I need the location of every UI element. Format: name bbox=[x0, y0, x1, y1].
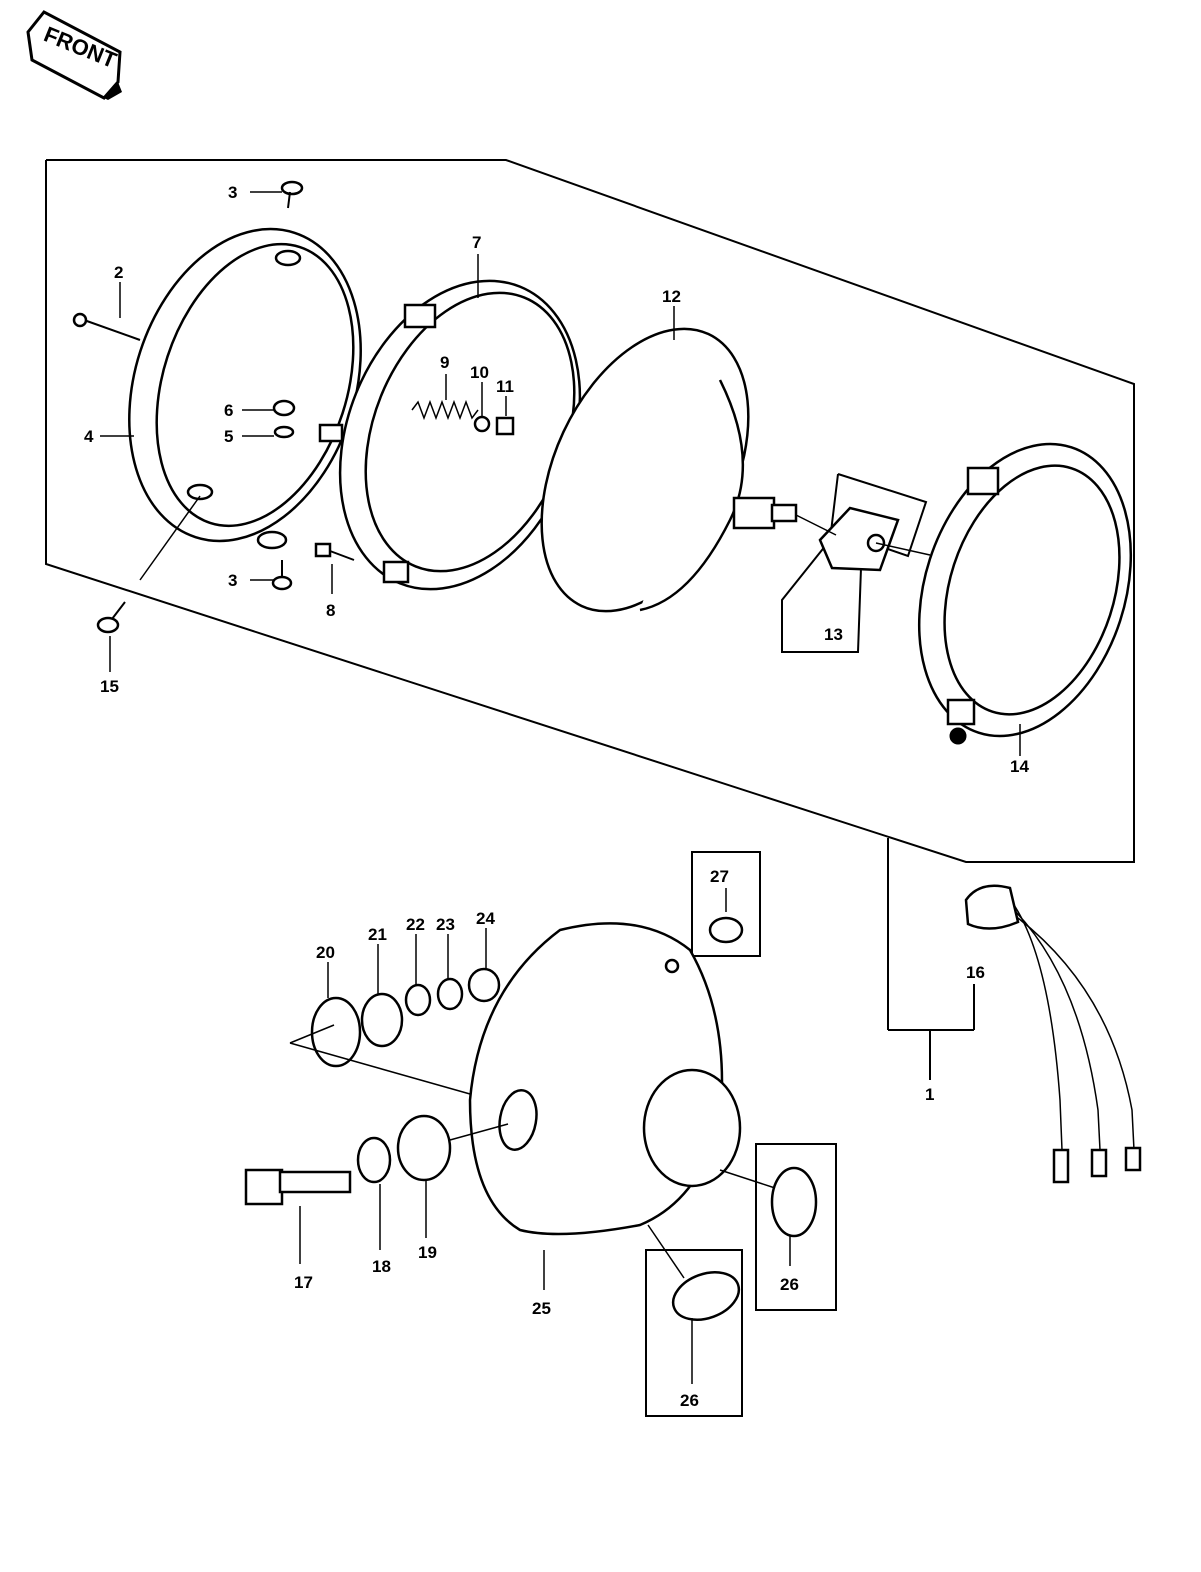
callout-25: 25 bbox=[532, 1299, 551, 1318]
washer-6 bbox=[272, 399, 296, 417]
callout-26-side: 26 bbox=[780, 1275, 799, 1294]
washer-5 bbox=[273, 425, 295, 439]
callout-16: 16 bbox=[966, 963, 985, 982]
callout-2: 2 bbox=[114, 263, 123, 282]
callout-18: 18 bbox=[372, 1257, 391, 1276]
screw-2 bbox=[72, 312, 141, 341]
grommet-27 bbox=[708, 916, 744, 944]
callout-1: 1 bbox=[925, 1085, 934, 1104]
headlight-rim bbox=[128, 227, 362, 550]
callout-11: 11 bbox=[496, 377, 514, 396]
screw-15 bbox=[96, 601, 126, 634]
callout-22: 22 bbox=[406, 915, 425, 934]
callout-13: 13 bbox=[824, 625, 843, 644]
callout-17: 17 bbox=[294, 1273, 313, 1292]
wire-socket bbox=[964, 884, 1142, 1184]
callout-9: 9 bbox=[440, 353, 449, 372]
grommet-20 bbox=[310, 996, 362, 1068]
assembly-outline bbox=[45, 159, 1135, 863]
washer-18 bbox=[356, 1136, 392, 1184]
leader-lines bbox=[100, 191, 1021, 1384]
callout-3-top: 3 bbox=[228, 183, 237, 202]
nut-10 bbox=[473, 415, 491, 433]
callout-26-bottom: 26 bbox=[680, 1391, 699, 1410]
callout-14: 14 bbox=[1010, 757, 1029, 776]
callout-12: 12 bbox=[662, 287, 681, 306]
washer-22 bbox=[404, 983, 432, 1017]
bolt-17 bbox=[244, 1168, 352, 1206]
collar-21 bbox=[360, 992, 404, 1048]
washer-23 bbox=[436, 977, 464, 1011]
callout-20: 20 bbox=[316, 943, 335, 962]
front-arrow-icon: FRONT bbox=[26, 10, 122, 100]
callout-10: 10 bbox=[470, 363, 489, 382]
sealed-beam-unit bbox=[540, 327, 798, 613]
grommet-26-bottom bbox=[671, 1271, 741, 1321]
grommet-26-side bbox=[770, 1166, 818, 1238]
screw-8 bbox=[314, 542, 355, 561]
screw-3-top bbox=[280, 180, 304, 209]
grommet-19 bbox=[396, 1114, 452, 1182]
adjusting-spring bbox=[411, 399, 479, 421]
callout-labels: 3 2 4 6 5 7 9 10 11 12 3 8 13 15 14 27 2… bbox=[84, 183, 1029, 1410]
callout-7: 7 bbox=[472, 233, 481, 252]
headlight-housing bbox=[468, 922, 742, 1236]
callout-6: 6 bbox=[224, 401, 233, 420]
screw-3-bottom bbox=[271, 560, 293, 591]
callout-23: 23 bbox=[436, 915, 455, 934]
callout-24: 24 bbox=[476, 909, 495, 928]
callout-27: 27 bbox=[710, 867, 729, 886]
callout-19: 19 bbox=[418, 1243, 437, 1262]
callout-21: 21 bbox=[368, 925, 387, 944]
bulb-socket bbox=[818, 506, 900, 572]
callout-4: 4 bbox=[84, 427, 94, 446]
headlight-mounting-ring bbox=[318, 279, 582, 591]
callout-15: 15 bbox=[100, 677, 119, 696]
callout-5: 5 bbox=[224, 427, 233, 446]
nut-11 bbox=[495, 416, 515, 436]
nut-24 bbox=[467, 967, 501, 1003]
callout-3-bottom: 3 bbox=[228, 571, 237, 590]
callout-8: 8 bbox=[326, 601, 335, 620]
headlight-lens-rim bbox=[917, 442, 1133, 745]
